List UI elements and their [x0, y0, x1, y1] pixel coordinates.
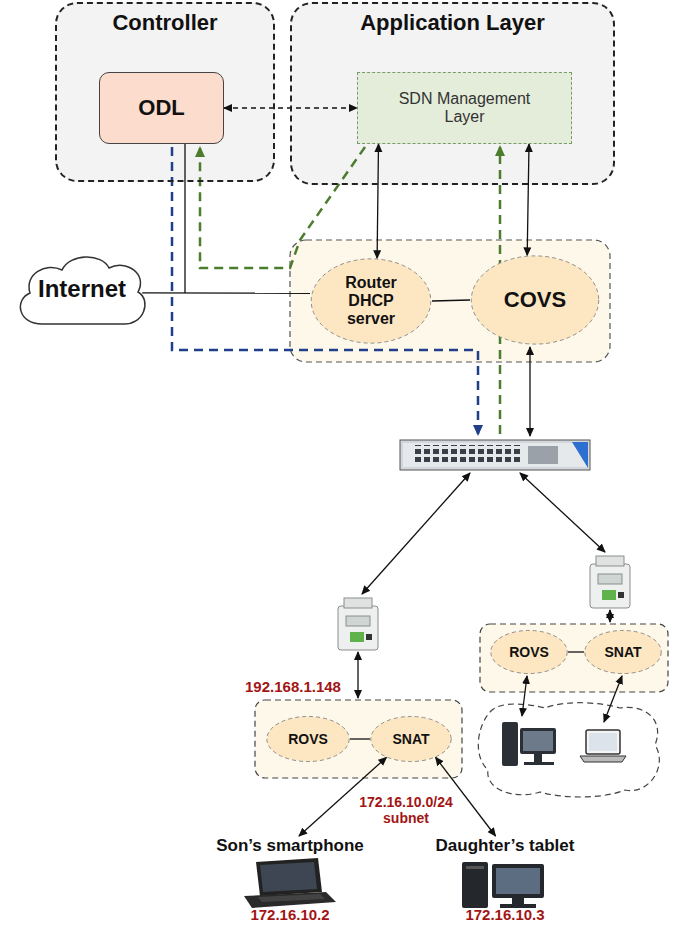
- ip-address: 172.16.10.2: [250, 906, 329, 923]
- device-name: Son’s smartphone: [216, 836, 364, 856]
- switch-ellipse: COVS: [470, 255, 600, 345]
- connector: [377, 144, 378, 258]
- text-block: SDN Management Layer: [390, 90, 540, 126]
- text-block: COVS: [504, 287, 566, 313]
- device-node: Daughter’s tablet 172.16.10.3: [410, 836, 600, 923]
- layer-title: Controller: [57, 4, 273, 36]
- node-label: COVS: [504, 287, 566, 312]
- outline: [20, 257, 145, 324]
- flow-path: [200, 147, 365, 268]
- layer-title: Application Layer: [292, 4, 613, 36]
- text-block: Router DHCP server: [331, 274, 411, 328]
- text-block: ROVS: [509, 644, 549, 660]
- node-label: Router DHCP server: [345, 274, 397, 327]
- router-device: [338, 598, 378, 650]
- link-arrow: [362, 473, 470, 594]
- link-arrow: [529, 347, 530, 436]
- node-label: SDN Management Layer: [399, 90, 531, 125]
- text-block: Internet: [38, 275, 126, 303]
- wire: [184, 143, 185, 293]
- ovs-ellipse: ROVS: [490, 630, 568, 674]
- outline: [585, 630, 661, 673]
- node-label: ROVS: [509, 644, 549, 660]
- text-block: ROVS: [288, 731, 328, 747]
- desktop-icon: [502, 722, 556, 766]
- node-label: Internet: [38, 275, 126, 302]
- connector: [527, 144, 529, 255]
- home-group: [480, 624, 668, 692]
- ovs-ellipse: ROVS: [266, 716, 350, 762]
- outline: [311, 259, 431, 343]
- laptop-icon: [580, 730, 626, 762]
- link-arrow: [520, 473, 605, 552]
- desktop-icon: [462, 862, 544, 908]
- router-ellipse: Router DHCP server: [310, 258, 432, 344]
- link-arrow: [522, 676, 527, 716]
- text-block: SNAT: [604, 644, 641, 660]
- address-label: 192.168.1.148: [238, 678, 348, 695]
- controller-fill: [55, 2, 275, 182]
- link-arrow: [357, 652, 358, 698]
- text-block: ODL: [138, 95, 184, 121]
- device-name: Daughter’s tablet: [436, 836, 575, 856]
- outline: [267, 716, 349, 761]
- outline: [471, 256, 598, 344]
- switch-icon: [400, 440, 590, 470]
- node-label: ODL: [138, 95, 184, 120]
- outline: [371, 716, 451, 761]
- connector: [432, 300, 470, 301]
- flow-path: [172, 147, 478, 434]
- address-label: 172.16.10.0/24 subnet: [352, 794, 460, 826]
- link-arrow: [604, 676, 622, 722]
- device-node: Son’s smartphone 172.16.10.2: [200, 836, 380, 923]
- laptop-icon: [244, 858, 336, 908]
- link-arrow: [609, 610, 610, 622]
- text-block: SNAT: [392, 731, 429, 747]
- layer-box: ControllerODL: [55, 2, 275, 182]
- home-group: [255, 700, 462, 778]
- node-label: ROVS: [288, 731, 328, 747]
- connector: [350, 738, 370, 739]
- internet-cloud: Internet: [12, 250, 152, 328]
- process-box: SDN Management Layer: [357, 72, 572, 144]
- node-label: SNAT: [392, 731, 429, 747]
- nat-ellipse: SNAT: [584, 630, 662, 674]
- ip-address: 172.16.10.3: [465, 906, 544, 923]
- application-fill: [290, 2, 615, 185]
- connector: [142, 292, 310, 294]
- devices-region: [478, 703, 659, 797]
- outline: [491, 630, 567, 673]
- layer-box: Application LayerSDN Management Layer: [290, 2, 615, 185]
- router-device: [590, 556, 630, 608]
- controller-box: ODL: [99, 72, 224, 144]
- router-container: [290, 240, 610, 362]
- node-label: SNAT: [604, 644, 641, 660]
- nat-ellipse: SNAT: [370, 716, 452, 762]
- connector: [568, 651, 584, 652]
